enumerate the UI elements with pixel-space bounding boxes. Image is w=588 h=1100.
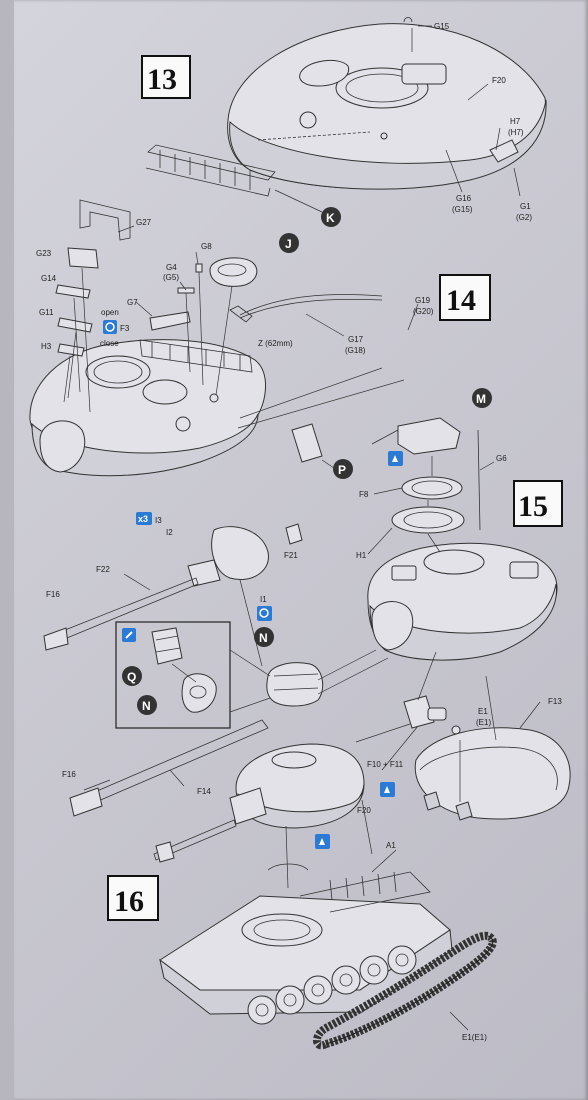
label-i2: I2 <box>166 528 173 537</box>
label-f20-top: F20 <box>492 76 506 85</box>
cupola-mg-assembly <box>355 651 571 821</box>
mantlet-parts <box>43 523 389 707</box>
label-g7: G7 <box>127 298 138 307</box>
label-f22: F22 <box>96 565 110 574</box>
label-f16-a: F16 <box>46 590 60 599</box>
step-15-number: 15 <box>518 490 548 523</box>
label-f8: F8 <box>359 490 369 499</box>
step-13-number: 13 <box>147 63 177 96</box>
label-g4: G4 <box>166 263 177 272</box>
label-g20-alt: (G20) <box>413 307 434 316</box>
label-i1: I1 <box>260 595 267 604</box>
label-g8: G8 <box>201 242 212 251</box>
label-e1-track: E1(E1) <box>462 1033 487 1042</box>
label-f10-f11: F10 + F11 <box>367 760 404 769</box>
hull-assembly <box>159 871 453 1025</box>
label-g27: G27 <box>136 218 152 227</box>
multiplier-x3-badge: x3 <box>136 512 152 525</box>
label-h7-alt: (H7) <box>508 128 524 137</box>
callout-k-letter: K <box>326 211 335 225</box>
label-g11: G11 <box>39 308 54 317</box>
step-16-marker: 16 <box>107 875 159 921</box>
antenna-z <box>229 294 383 323</box>
label-h1: H1 <box>356 551 367 560</box>
label-e1-alt: (E1) <box>476 718 491 727</box>
note-open: open <box>101 308 119 317</box>
glue-icon-step16 <box>315 834 330 849</box>
callout-j-letter: J <box>285 237 292 251</box>
label-a1: A1 <box>386 841 396 850</box>
callout-n-inset: N <box>137 695 157 715</box>
step-13-marker: 13 <box>141 55 191 99</box>
callout-n-inset-letter: N <box>142 699 151 713</box>
turret-body-assembly <box>29 339 405 477</box>
stowage-box-p <box>291 423 335 469</box>
glue-icon-f8 <box>388 451 403 466</box>
callout-q: Q <box>122 666 142 686</box>
detail-inset <box>115 621 271 729</box>
label-g18-alt: (G18) <box>345 346 366 355</box>
step-14-marker: 14 <box>439 274 491 321</box>
callout-n-main: N <box>254 627 274 647</box>
note-close: close <box>100 339 119 348</box>
label-g2-alt: (G2) <box>516 213 532 222</box>
g27-rail <box>79 144 323 241</box>
callout-n-main-letter: N <box>259 631 268 645</box>
glue-icon-i1 <box>257 606 272 621</box>
label-i3: I3 <box>155 516 162 525</box>
step-14-number: 14 <box>446 284 476 317</box>
label-e1: E1 <box>478 707 488 716</box>
label-g19: G19 <box>415 296 431 305</box>
step-16-number: 16 <box>114 885 144 918</box>
label-g15-alt: (G15) <box>452 205 473 214</box>
turret-gun-16-pre <box>69 719 365 889</box>
small-parts-13 <box>55 247 258 413</box>
label-g5-alt: (G5) <box>163 273 179 282</box>
label-f14: F14 <box>197 787 211 796</box>
callout-q-letter: Q <box>127 670 136 684</box>
x3-text: x3 <box>138 514 148 524</box>
track-e1 <box>313 931 497 1050</box>
label-g16: G16 <box>456 194 472 203</box>
callout-m: M <box>472 388 492 408</box>
label-f21: F21 <box>284 551 298 560</box>
callout-m-letter: M <box>476 392 486 406</box>
label-h7: H7 <box>510 117 521 126</box>
glue-icon-f3 <box>103 320 117 334</box>
label-f20-mid: F20 <box>357 806 371 815</box>
note-z-length: Z (62mm) <box>258 339 293 348</box>
label-f13: F13 <box>548 697 562 706</box>
step-15-marker: 15 <box>513 480 563 527</box>
label-f3: F3 <box>120 324 130 333</box>
glue-icon-f10 <box>380 782 395 797</box>
label-h3: H3 <box>41 342 52 351</box>
label-f16-b: F16 <box>62 770 76 779</box>
label-g14: G14 <box>41 274 57 283</box>
callout-p: P <box>333 459 353 479</box>
label-g15: G15 <box>434 22 450 31</box>
turret-top-assembly <box>227 17 547 190</box>
label-g1: G1 <box>520 202 531 211</box>
label-g23: G23 <box>36 249 52 258</box>
label-g17: G17 <box>348 335 364 344</box>
road-wheels <box>247 945 417 1025</box>
callout-k: K <box>321 207 341 227</box>
label-g6: G6 <box>496 454 507 463</box>
callout-p-letter: P <box>338 463 346 477</box>
turret-assembly-15 <box>367 417 558 661</box>
callout-j: J <box>279 233 299 253</box>
